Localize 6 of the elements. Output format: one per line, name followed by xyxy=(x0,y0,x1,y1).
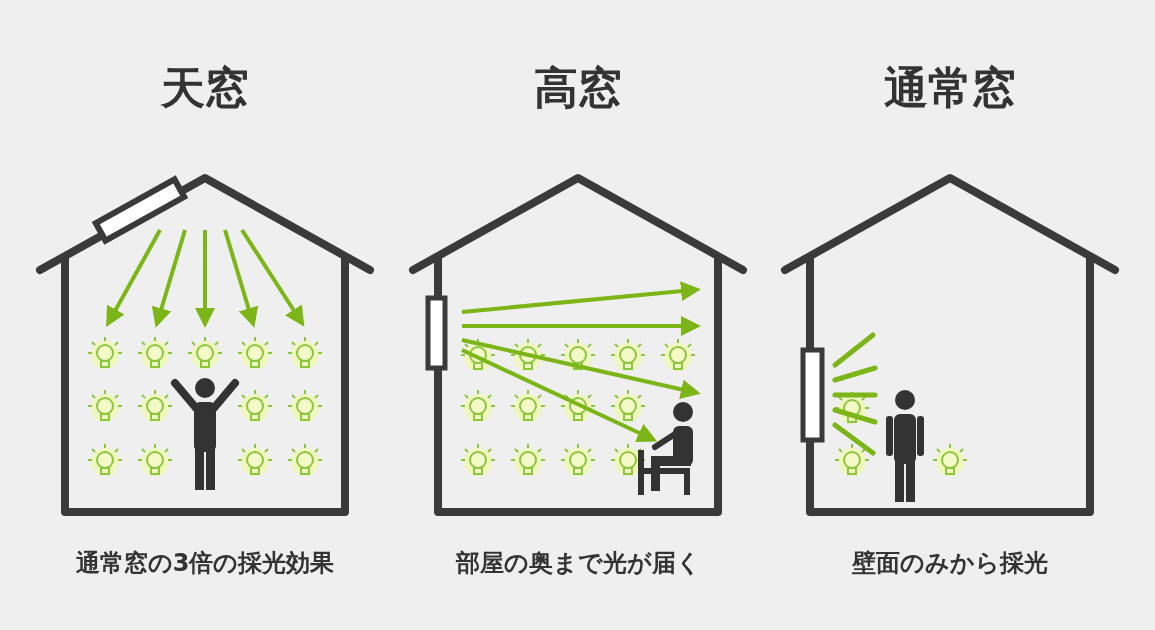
node-label: 部屋の奥まで光が届く xyxy=(455,548,701,579)
panel-title: 通常窓 xyxy=(884,61,1016,115)
panel-title: 高窓 xyxy=(534,61,622,115)
panel-title: 天窓 xyxy=(161,61,249,115)
node-label: 通常窓の3倍の採光効果 xyxy=(75,548,335,579)
node-label: 壁面のみから採光 xyxy=(852,548,1048,579)
